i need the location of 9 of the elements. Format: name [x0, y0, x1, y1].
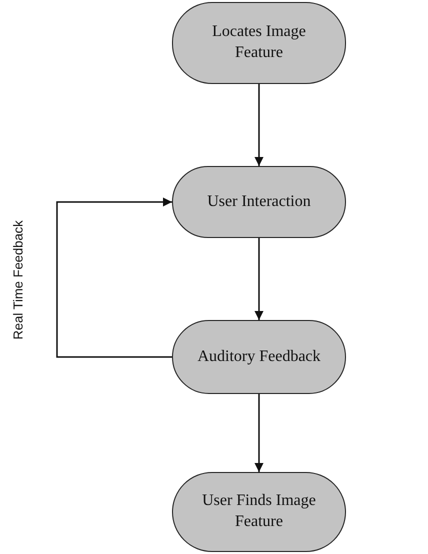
- arrow: [254, 84, 264, 166]
- edge-label: Real Time Feedback: [10, 220, 26, 340]
- arrow: [254, 394, 264, 472]
- box-label: Auditory Feedback: [197, 346, 321, 367]
- box-label: User Interaction: [207, 192, 311, 212]
- box-label: User Finds Image Feature: [201, 491, 317, 532]
- arrow: [254, 238, 264, 320]
- box-label: Locates Image Feature: [211, 22, 307, 63]
- arrow: [56, 198, 172, 358]
